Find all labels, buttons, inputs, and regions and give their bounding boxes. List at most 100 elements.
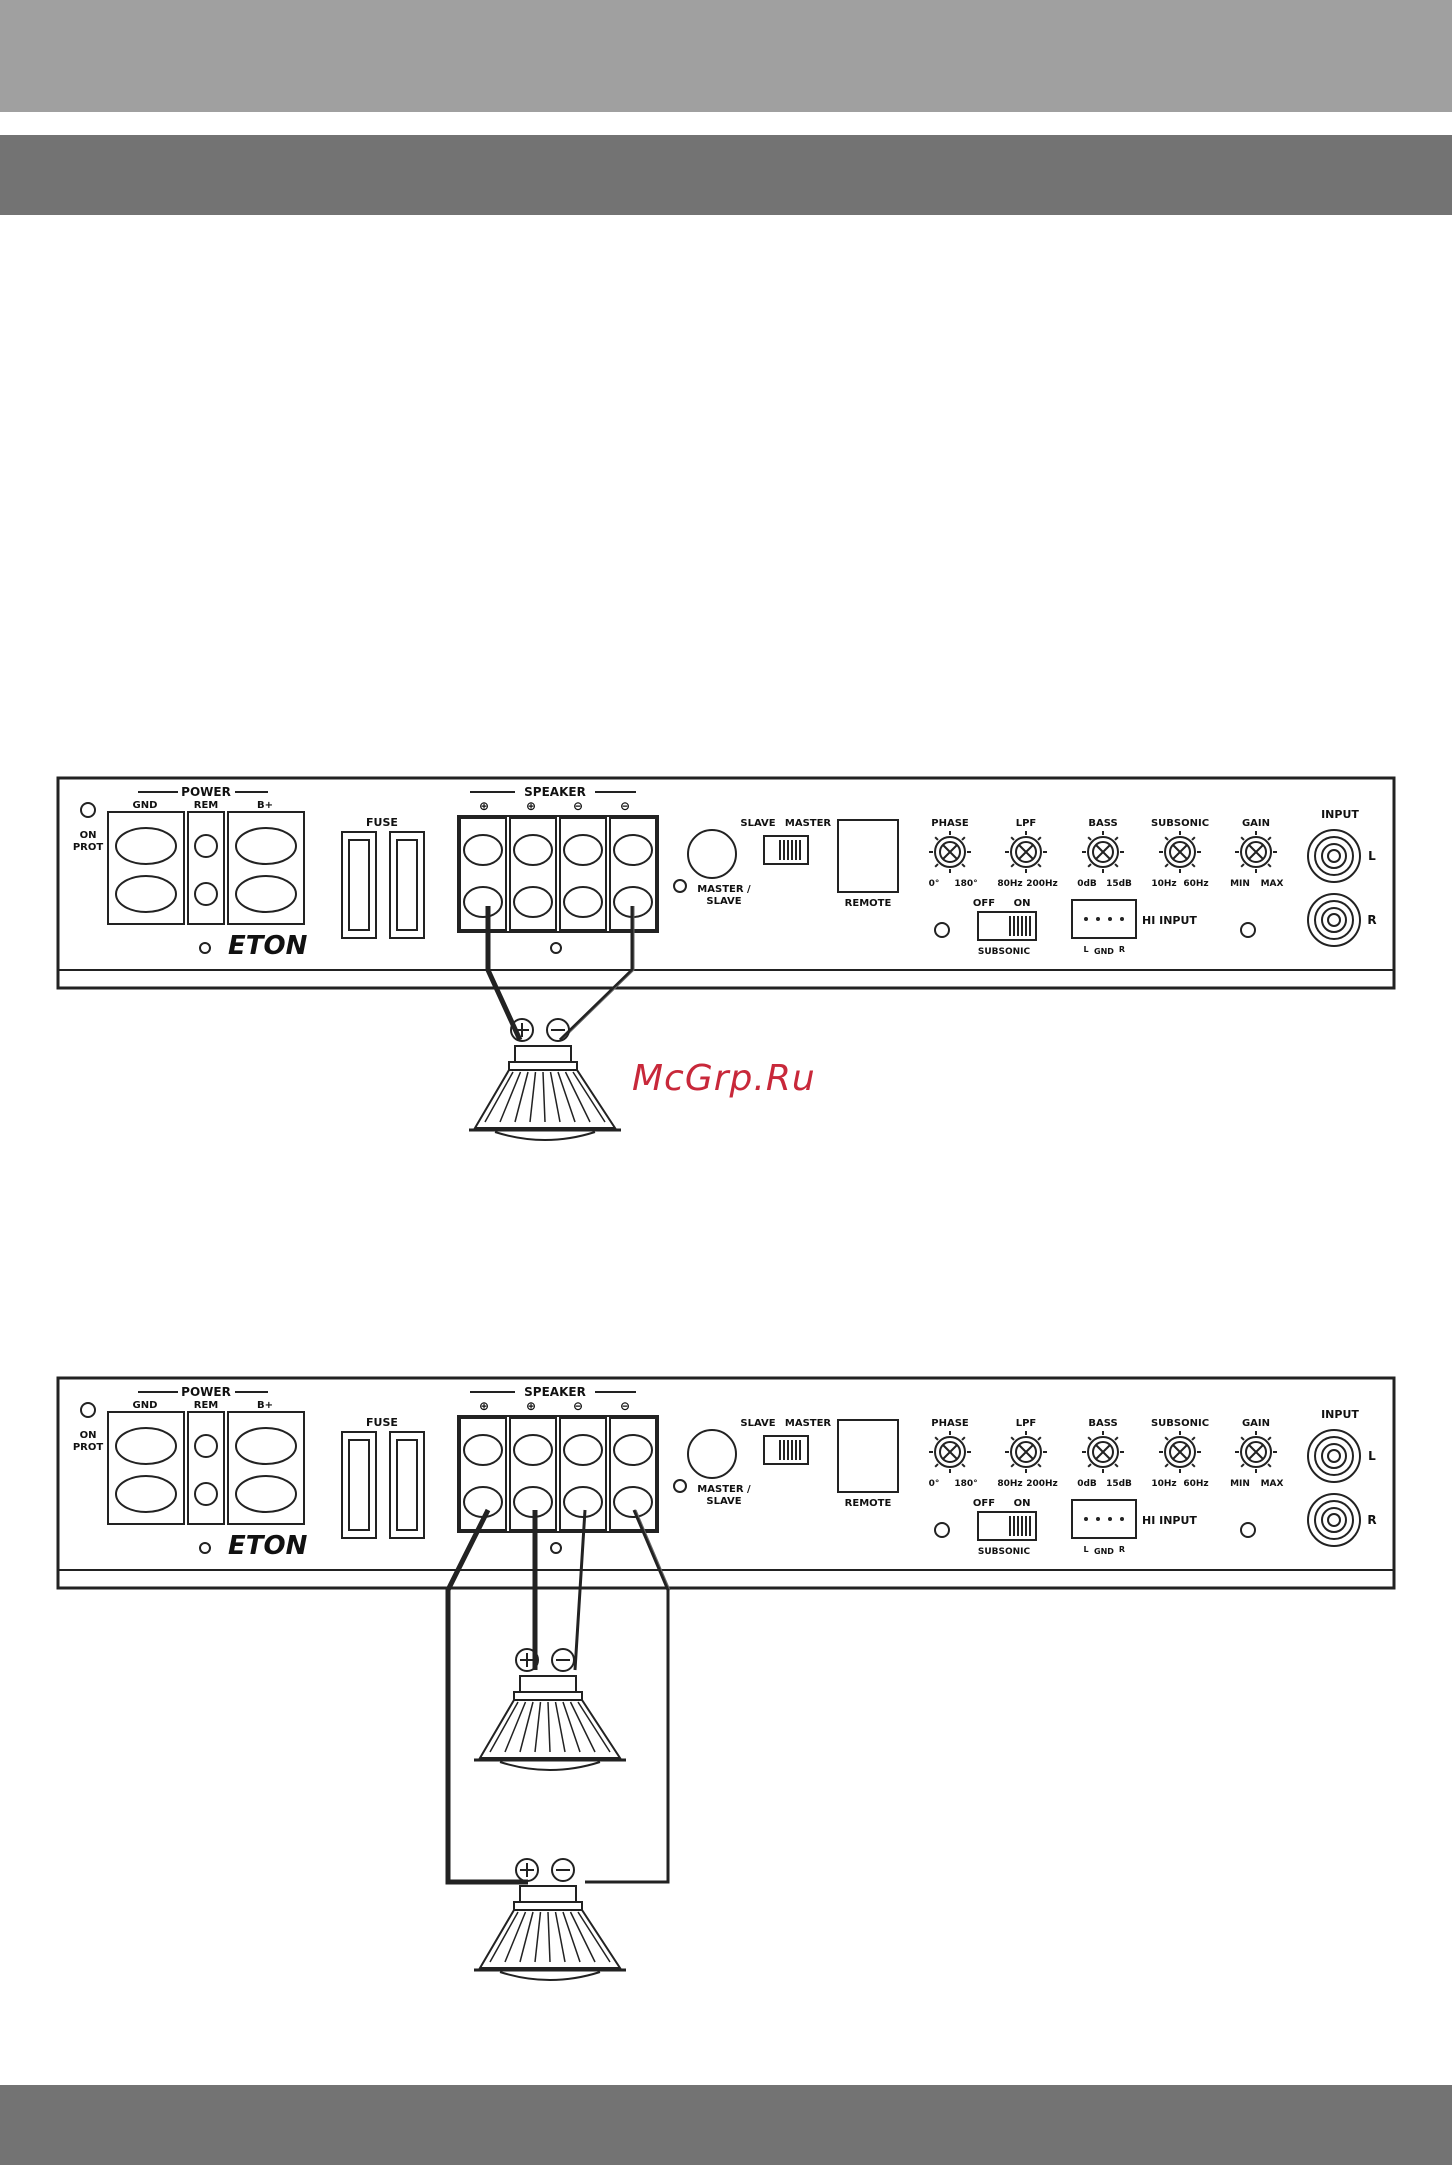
speaker-terminal — [459, 1417, 507, 1531]
screw-icon — [613, 1434, 653, 1466]
terminal-gnd — [107, 811, 185, 925]
screw-icon — [235, 1427, 297, 1465]
knob-tick — [1037, 863, 1042, 868]
rem-label: REM — [194, 800, 219, 811]
polarity-label: ⊖ — [620, 1399, 630, 1413]
speaker-terminal — [509, 817, 557, 931]
subsonic-max-label: 60Hz — [1183, 1479, 1208, 1489]
basket-rib — [547, 1701, 551, 1753]
master-slave-label: SLAVE — [706, 896, 741, 907]
phase-label: PHASE — [931, 818, 969, 829]
bass-min-label: 0dB — [1077, 1479, 1097, 1489]
subsonic-min-label: 10Hz — [1151, 879, 1176, 889]
on-switch-label: ON — [1014, 898, 1031, 909]
knob-mark — [1095, 844, 1111, 860]
knob-inner — [1092, 841, 1114, 863]
basket-rib — [534, 1911, 542, 1963]
phase-knob — [934, 836, 966, 868]
knob-tick — [1267, 1436, 1272, 1441]
knob-tick — [1087, 863, 1092, 868]
speaker-label: SPEAKER — [524, 785, 586, 799]
knob-inner — [1169, 841, 1191, 863]
remote-label: REMOTE — [845, 898, 892, 909]
basket-rib — [554, 1911, 566, 1963]
knob-tick — [1037, 1463, 1042, 1468]
bplus-label: B+ — [257, 800, 273, 811]
speaker-basket — [473, 1069, 617, 1129]
knob-tick — [961, 863, 966, 868]
hi-gnd-label: GND — [1094, 947, 1114, 956]
polarity-label: ⊖ — [573, 799, 583, 813]
led-icon — [934, 922, 950, 938]
basket-rib — [519, 1911, 534, 1963]
speaker-basket — [478, 1909, 622, 1969]
speaker-cone — [494, 1131, 596, 1141]
screw-icon — [115, 827, 177, 865]
basket-rib — [569, 1701, 596, 1753]
prot-label: PROT — [73, 1442, 104, 1453]
polarity-label: ⊕ — [526, 1399, 536, 1413]
knob-inner — [939, 1441, 961, 1463]
speaker-terminal-block — [457, 815, 659, 933]
led-icon — [199, 942, 211, 954]
knob-tick — [1114, 1436, 1119, 1441]
bass-min-label: 0dB — [1077, 879, 1097, 889]
lpf-min-label: 80Hz — [997, 1479, 1022, 1489]
minus-terminal-icon — [551, 1648, 575, 1672]
pin-icon — [1120, 917, 1124, 921]
phase-knob — [934, 1436, 966, 1468]
basket-rib — [549, 1071, 561, 1123]
rca-jack-icon — [1307, 1493, 1361, 1547]
screw-icon — [463, 886, 503, 918]
screw-icon — [194, 882, 218, 906]
screw-icon — [115, 1427, 177, 1465]
polarity-label: ⊕ — [479, 1399, 489, 1413]
screw-icon — [194, 834, 218, 858]
screw-icon — [563, 1486, 603, 1518]
speaker — [474, 1648, 626, 1771]
led-icon — [550, 942, 562, 954]
bass-label: BASS — [1088, 818, 1117, 829]
header-band — [0, 0, 1452, 112]
hi-r-label: R — [1119, 945, 1125, 954]
knob-tick — [1267, 1463, 1272, 1468]
rca-jack-icon — [1314, 900, 1354, 940]
terminal-gnd — [107, 1411, 185, 1525]
basket-rib — [484, 1071, 514, 1123]
master-label: MASTER — [785, 818, 832, 829]
slave-label: SLAVE — [740, 818, 775, 829]
gain-max-label: MAX — [1261, 1479, 1284, 1489]
terminal-rem — [187, 811, 225, 925]
knob-tick — [934, 1463, 939, 1468]
knob-tick — [1087, 836, 1092, 841]
gain-label: GAIN — [1242, 818, 1270, 829]
speaker-basket — [478, 1699, 622, 1759]
lpf-knob — [1010, 1436, 1042, 1468]
bplus-label: B+ — [257, 1400, 273, 1411]
lpf-label: LPF — [1016, 818, 1037, 829]
hi-l-label: L — [1083, 1545, 1088, 1554]
rca-jack-icon — [1314, 836, 1354, 876]
screw-icon — [613, 1486, 653, 1518]
speaker-terminal-block — [457, 1415, 659, 1533]
off-label: OFF — [973, 898, 995, 909]
fuse-icon — [341, 1431, 377, 1539]
speaker-terminal — [459, 817, 507, 931]
eton-logo: ETON — [228, 931, 308, 961]
gnd-label: GND — [133, 1400, 158, 1411]
knob-inner — [1015, 1441, 1037, 1463]
title-band — [0, 135, 1452, 215]
knob-tick — [1164, 836, 1169, 841]
knob-tick — [1114, 836, 1119, 841]
speaker-magnet — [519, 1675, 577, 1693]
screw-icon — [463, 834, 503, 866]
minus-terminal-icon — [546, 1018, 570, 1042]
fuse-inner — [396, 839, 418, 931]
knob-inner — [939, 841, 961, 863]
subsonic-min-label: 10Hz — [1151, 1479, 1176, 1489]
subsonic-label: SUBSONIC — [1151, 818, 1209, 829]
basket-rib — [499, 1071, 522, 1123]
knob-tick — [961, 836, 966, 841]
